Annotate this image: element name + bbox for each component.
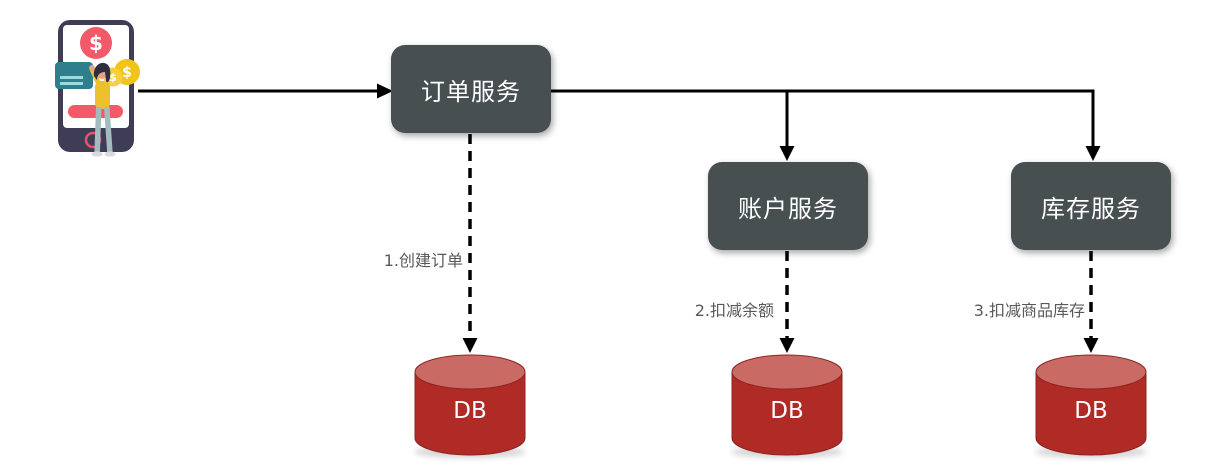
flow-arrows: [138, 89, 1095, 146]
flow-arrowheads: [377, 83, 1101, 161]
person-shoe: [104, 151, 116, 157]
dollar-badge-icon: [80, 27, 112, 59]
db2-body: [731, 371, 843, 456]
service-label-order: 订单服务: [421, 77, 521, 106]
db-cylinder-order: [414, 354, 526, 458]
db-cylinder-account: [731, 354, 843, 458]
person-shoe: [91, 151, 103, 157]
person-torso: [95, 81, 110, 109]
pay-bar: [68, 105, 123, 118]
db-cylinder-inventory: [1035, 354, 1147, 458]
step-label-deduct-balance: 2.扣减余额: [694, 301, 774, 320]
dollar-badge-symbol: $: [89, 31, 103, 55]
step-label-deduct-stock: 3.扣减商品库存: [973, 301, 1085, 320]
coin-symbol-large: $: [122, 65, 132, 81]
arrowhead-into-db2: [779, 338, 795, 353]
service-label-account: 账户服务: [738, 194, 838, 223]
credit-card-stripe: [60, 76, 83, 79]
arrow-order-to-inventory: [551, 89, 1095, 146]
dashed-db-arrows: [468, 134, 1093, 338]
db-label-inventory: DB: [1074, 398, 1108, 424]
dashed-arrowheads: [462, 338, 1099, 353]
arrowhead-into-order-service: [377, 83, 393, 99]
person-hand: [89, 65, 95, 71]
person-hair: [93, 62, 111, 83]
mobile-payment-illustration: $ $ $: [55, 20, 140, 157]
db-label-account: DB: [770, 398, 804, 424]
coin-symbol-small: $: [109, 71, 117, 84]
db-label-order: DB: [453, 398, 487, 424]
arrowhead-into-db3: [1083, 338, 1099, 353]
db3-top: [1035, 354, 1147, 390]
credit-card-stripe: [60, 82, 83, 85]
service-box-account: 账户服务: [708, 162, 868, 250]
db2-top: [731, 354, 843, 390]
arrowhead-into-db1: [462, 338, 478, 353]
arrowhead-into-inventory-service: [1085, 146, 1101, 161]
service-box-order: 订单服务: [391, 45, 551, 133]
service-box-inventory: 库存服务: [1011, 162, 1171, 250]
db3-body: [1035, 371, 1147, 456]
person-leg: [104, 106, 113, 153]
service-label-inventory: 库存服务: [1041, 194, 1141, 223]
db1-top: [414, 354, 526, 390]
step-label-create-order: 1.创建订单: [383, 251, 463, 270]
db1-body: [414, 371, 526, 456]
person-leg: [94, 106, 102, 153]
arrowhead-into-account-service: [779, 146, 795, 161]
